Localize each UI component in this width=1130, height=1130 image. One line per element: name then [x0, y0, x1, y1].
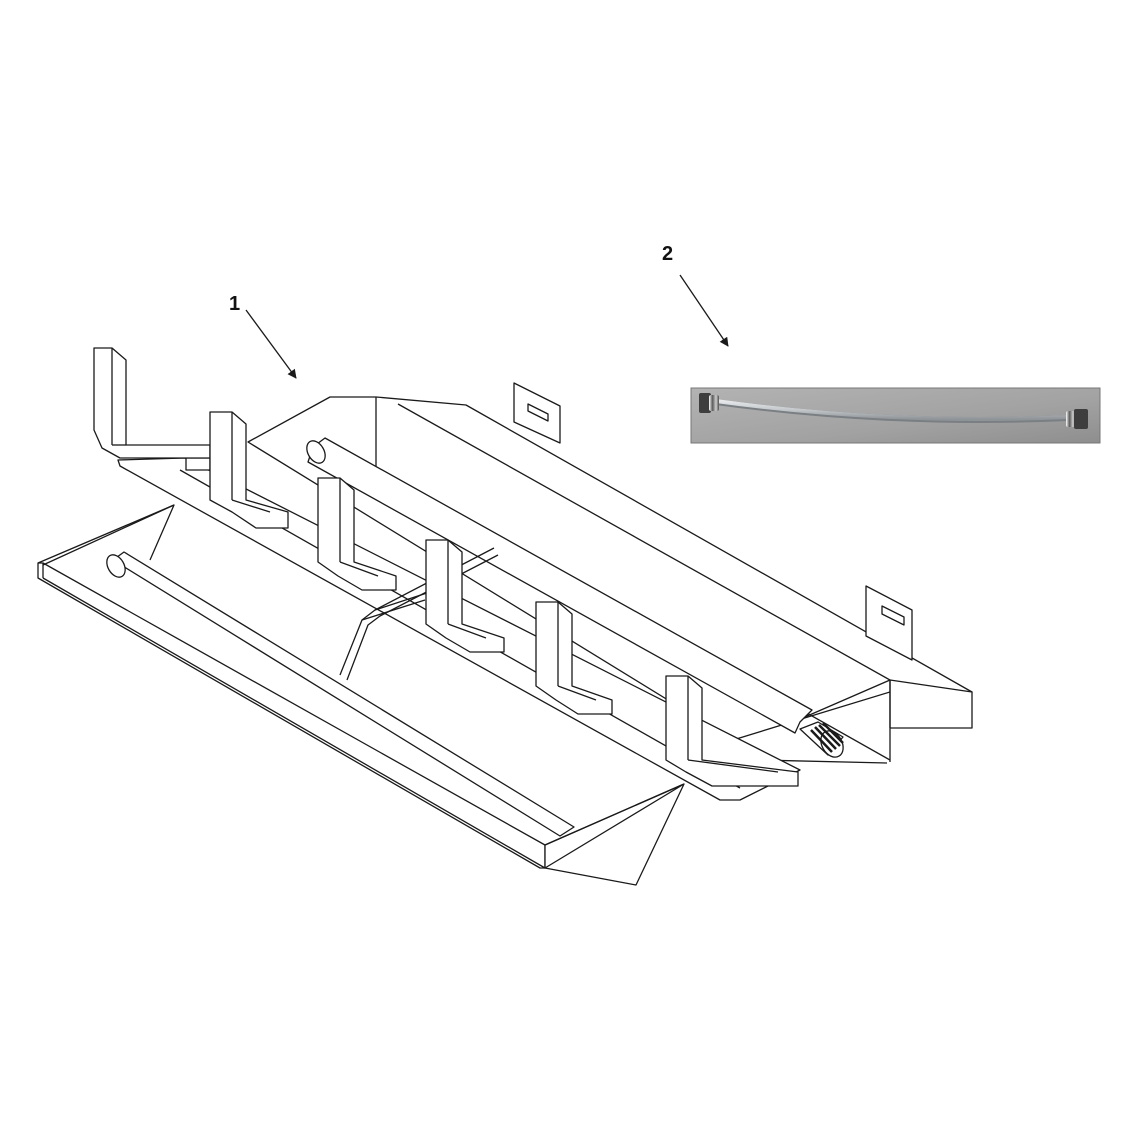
log-support — [93, 347, 211, 459]
ember-pan — [37, 504, 685, 886]
valve-fitting — [799, 721, 844, 758]
gas-flex-line-photo — [690, 387, 1101, 444]
callout-1: 1 — [229, 293, 297, 379]
mounting-tab — [513, 382, 561, 444]
log-support — [425, 539, 505, 653]
burner-assembly — [37, 347, 973, 886]
mounting-tab — [865, 585, 913, 661]
callout-label-2: 2 — [662, 243, 673, 265]
log-support — [665, 675, 799, 787]
log-support — [535, 601, 613, 715]
log-support — [209, 411, 289, 529]
burner-tray — [247, 396, 973, 764]
burner-tube-upper — [306, 437, 813, 734]
arrow-icon — [679, 274, 729, 347]
log-support — [317, 477, 397, 591]
arrow-icon — [245, 309, 297, 379]
callout-label-1: 1 — [229, 293, 240, 315]
callout-2: 2 — [662, 243, 729, 347]
burner-tube-lower — [106, 551, 575, 837]
fitting-left — [699, 393, 719, 413]
fitting-right — [1066, 409, 1088, 429]
